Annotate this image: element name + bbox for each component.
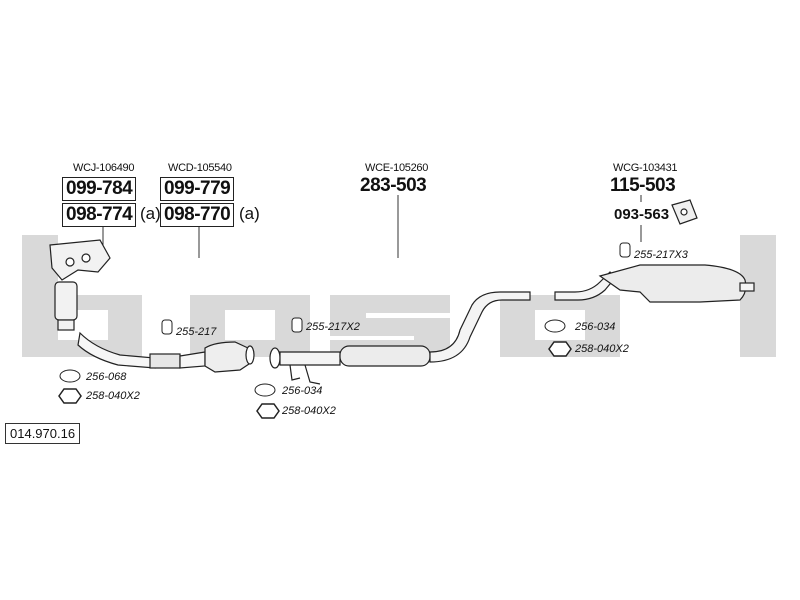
catalyst [204, 341, 255, 373]
suffix-a: (a) [239, 204, 260, 223]
fitting-gasket-1: 256-068 [86, 371, 127, 383]
fitting-gasket-3: 256-034 [575, 321, 616, 333]
fitting-nut-3: 258-040X2 [575, 343, 629, 355]
fitting-nut-1: 258-040X2 [86, 390, 140, 402]
rear-bracket [671, 199, 698, 225]
rear-section [554, 264, 755, 303]
fitting-clamp-1: 255-217 [176, 326, 217, 338]
part-number-099-784: 099-784 [62, 177, 137, 201]
clamp-icons [161, 242, 631, 335]
diagram-id: 014.970.16 [5, 423, 81, 444]
fitting-nut-2: 258-040X2 [282, 405, 336, 417]
part-number-115-503: 115-503 [610, 175, 676, 196]
fitting-clamp-3: 255-217X3 [634, 249, 688, 261]
middle-section [269, 291, 531, 385]
suffix-a: (a) [140, 204, 161, 223]
part-number-098-770: 098-770 [160, 203, 235, 227]
exhaust-manifold [49, 239, 111, 331]
fitting-gasket-2: 256-034 [282, 385, 323, 397]
part-number-093-563: 093-563 [614, 206, 670, 223]
gasket-icons [59, 319, 566, 397]
part-number-283-503: 283-503 [360, 175, 427, 196]
ref-rear: WCG-103431 [613, 162, 678, 174]
ref-catalyst: WCD-105540 [168, 162, 232, 174]
ref-middle: WCE-105260 [365, 162, 429, 174]
nut-icons [58, 341, 572, 419]
front-pipe [77, 331, 206, 369]
part-number-098-774: 098-774 [62, 203, 137, 227]
fitting-clamp-2: 255-217X2 [306, 321, 360, 333]
ref-manifold: WCJ-106490 [73, 162, 135, 174]
part-number-099-779: 099-779 [160, 177, 235, 201]
